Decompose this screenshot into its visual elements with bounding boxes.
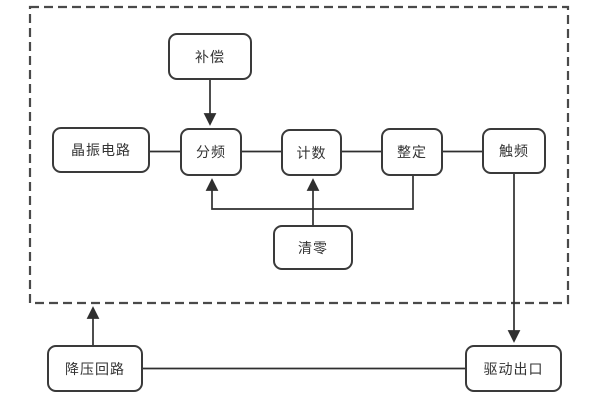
node-drive-output: 驱动出口 [465, 345, 562, 392]
node-frequency-divider: 分频 [180, 128, 242, 176]
node-crystal-circuit: 晶振电路 [52, 127, 150, 173]
node-counter: 计数 [281, 129, 342, 176]
node-reset: 清零 [273, 225, 353, 270]
node-compensation: 补偿 [168, 33, 252, 80]
node-trigger-frequency: 触频 [482, 128, 546, 174]
node-setting: 整定 [381, 128, 443, 176]
node-stepdown-circuit: 降压回路 [47, 345, 143, 392]
dashed-boundary [28, 5, 570, 305]
